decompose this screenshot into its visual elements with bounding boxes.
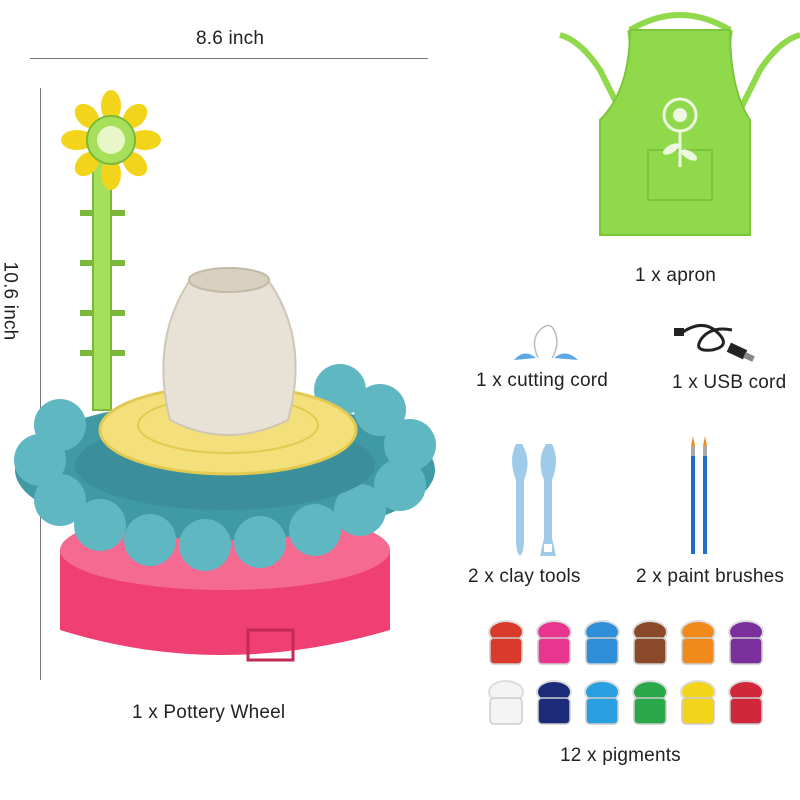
pigment-pot: [584, 680, 620, 725]
clay-tools-image: [512, 444, 556, 556]
sunflower-head: [61, 90, 161, 190]
pigment-pot: [728, 620, 764, 665]
pigments-label: 12 x pigments: [560, 745, 681, 766]
paint-brushes-image: [691, 436, 707, 554]
pottery-wheel-label: 1 x Pottery Wheel: [132, 702, 286, 723]
pigment-pot: [680, 620, 716, 665]
apron-label: 1 x apron: [635, 265, 717, 286]
pigment-pot: [584, 620, 620, 665]
pigment-pot: [488, 680, 524, 725]
cutting-cord-label: 1 x cutting cord: [476, 370, 609, 391]
pigment-pot: [536, 620, 572, 665]
apron-flower-print: [662, 97, 698, 167]
pigment-pot: [536, 680, 572, 725]
usb-cord-image: [674, 324, 755, 362]
cutting-cord-image: [514, 324, 578, 360]
sunflower-ruler: [92, 159, 112, 411]
pottery-wheel-image: [14, 90, 436, 662]
height-dimension-line: [40, 88, 41, 680]
pigment-pot: [488, 620, 524, 665]
apron-image: [559, 12, 800, 236]
width-dimension-line: [30, 58, 428, 59]
pigments-image: [488, 620, 764, 725]
paint-brushes-label: 2 x paint brushes: [636, 566, 785, 587]
pigment-pot: [632, 620, 668, 665]
clay-vase: [162, 279, 297, 436]
width-dimension-label: 8.6 inch: [196, 28, 265, 49]
pigment-pot: [632, 680, 668, 725]
clay-tools-label: 2 x clay tools: [468, 566, 581, 587]
usb-cord-label: 1 x USB cord: [672, 372, 787, 393]
pigment-pot: [728, 680, 764, 725]
pigment-pot: [680, 680, 716, 725]
